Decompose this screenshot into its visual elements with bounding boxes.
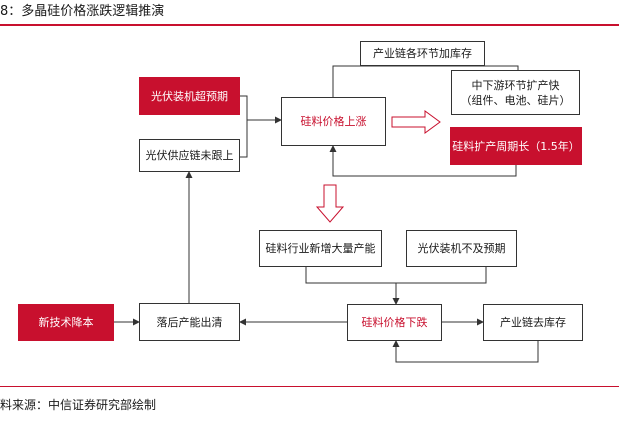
node-new-tech-cost-down: 新技术降本 [18, 304, 114, 341]
node-pv-install-exceed: 光伏装机超预期 [139, 77, 240, 115]
top-divider [0, 24, 619, 26]
node-pv-supply-lag: 光伏供应链未跟上 [139, 139, 240, 172]
node-silicon-new-capacity: 硅料行业新增大量产能 [259, 230, 382, 267]
hollow-arrow-right [391, 110, 441, 134]
node-silicon-price-up: 硅料价格上涨 [281, 97, 386, 146]
node-silicon-price-down: 硅料价格下跌 [347, 304, 442, 341]
node-chain-destock: 产业链去库存 [483, 304, 583, 341]
node-silicon-expand-cycle: 硅料扩产周期长（1.5年） [450, 127, 582, 165]
loop-destock [392, 340, 539, 363]
figure-title: 8：多晶硅价格涨跌逻辑推演 [0, 4, 165, 19]
node-obsolete-capacity-clear: 落后产能出清 [139, 303, 240, 341]
hollow-arrow-down [315, 184, 345, 223]
line-capacity-merge [305, 267, 487, 284]
node-pv-install-below: 光伏装机不及预期 [406, 230, 517, 267]
loop-expansion [329, 145, 517, 177]
node-midstream-expand-line2: （组件、电池、硅片） [460, 93, 571, 107]
bottom-divider [0, 386, 619, 387]
node-midstream-expand-line1: 中下游环节扩产快 [471, 78, 560, 92]
figure-source: 料来源：中信证券研究部绘制 [0, 398, 157, 412]
node-midstream-expand: 中下游环节扩产快 （组件、电池、硅片） [451, 70, 580, 115]
line-install-merge [240, 95, 248, 158]
node-chain-restock: 产业链各环节加库存 [360, 41, 485, 66]
